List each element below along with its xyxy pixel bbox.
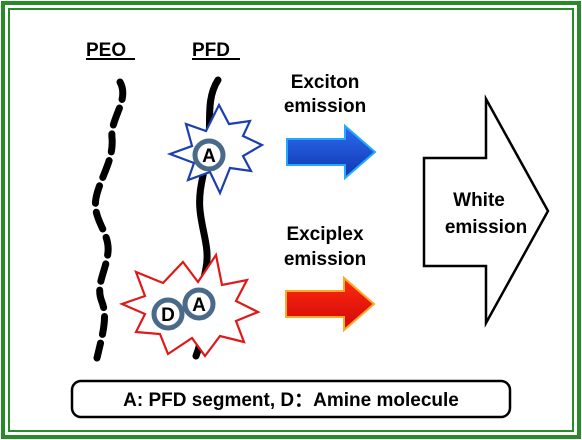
circle-d-label: D xyxy=(161,305,175,326)
circle-a-bottom-label: A xyxy=(192,295,206,316)
legend-text: A: PFD segment, D：Amine molecule xyxy=(123,390,459,411)
inner-frame xyxy=(8,8,574,432)
peo-label: PEO xyxy=(86,40,126,61)
peo-chain xyxy=(91,78,127,362)
white-emission-arrow xyxy=(422,94,550,328)
white-label-line1: White xyxy=(453,190,505,211)
exciplex-label-line1: Exciplex xyxy=(286,224,364,245)
circle-d xyxy=(151,297,185,331)
legend-box xyxy=(70,379,512,419)
circle-a-bottom xyxy=(182,287,216,321)
white-label-line2: emission xyxy=(445,217,527,238)
exciplex-label-line2: emission xyxy=(284,249,366,270)
exciplex-arrow xyxy=(285,275,376,333)
exciton-label-line2: emission xyxy=(284,96,366,117)
exciton-arrow xyxy=(286,123,377,181)
circle-a-top xyxy=(192,138,226,172)
pfd-label: PFD xyxy=(192,40,230,61)
circle-a-top-label: A xyxy=(202,146,216,167)
exciton-label-line1: Exciton xyxy=(291,72,360,93)
